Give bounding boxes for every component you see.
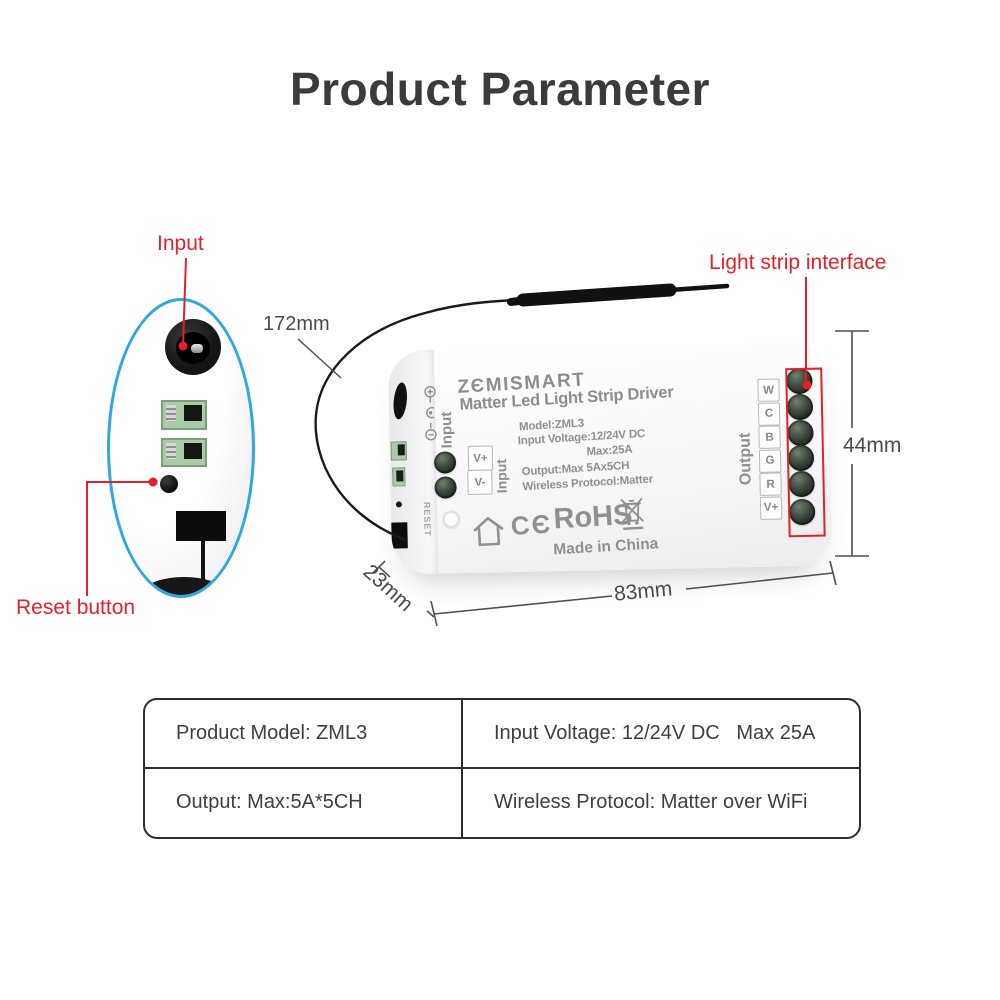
terminal-block-side-1	[161, 400, 207, 430]
height-dimension	[835, 330, 869, 557]
input-callout-label: Input	[157, 232, 204, 255]
reset-callout-dot	[148, 477, 158, 487]
spec-table-cell-voltage: Input Voltage: 12/24V DC Max 25A	[461, 700, 859, 769]
spec-table-cell-model: Product Model: ZML3	[145, 700, 461, 769]
light-strip-callout-label: Light strip interface	[709, 251, 887, 274]
device-body: ZЄMISMART Matter Led Light Strip Driver …	[387, 341, 833, 575]
page-title: Product Parameter	[289, 63, 711, 115]
weee-bin-icon	[620, 497, 644, 531]
device-print-area: ZЄMISMART Matter Led Light Strip Driver …	[384, 333, 837, 583]
reset-button-icon	[160, 475, 178, 493]
terminal-screw-stripe	[166, 443, 176, 459]
height-dim-label: 44mm	[843, 434, 902, 457]
spec-table-cell-output: Output: Max:5A*5CH	[176, 791, 363, 814]
terminal-screw-stripe	[166, 405, 176, 421]
dc-polarity-icon	[424, 386, 437, 441]
antenna-wire-stub	[201, 540, 205, 595]
terminal-hole	[184, 443, 202, 459]
reset-callout-line	[86, 481, 152, 596]
antenna-length-dim: 172mm	[263, 313, 330, 335]
spec-table-cell-wireless: Wireless Protocol: Matter over WiFi	[461, 768, 859, 837]
red-callout-lines	[86, 257, 807, 596]
antenna-tip	[667, 283, 730, 293]
dc-jack-pin	[191, 344, 203, 353]
terminal-hole	[184, 405, 202, 421]
antenna-dim-pointer	[297, 338, 342, 379]
input-callout-dot	[178, 341, 188, 351]
depth-dimension	[372, 560, 435, 618]
input-callout-line	[182, 257, 187, 345]
terminal-block-side-2	[161, 438, 207, 467]
house-icon	[473, 517, 504, 547]
antenna-wire	[314, 298, 517, 542]
width-dimension	[430, 560, 837, 627]
spec-table: Product Model: ZML3 Input Voltage: 12/24…	[143, 698, 861, 839]
device-bottom-shadow	[138, 577, 230, 595]
reset-callout-label: Reset button	[16, 596, 136, 619]
antenna-port	[176, 511, 226, 541]
light-strip-callout-dot	[802, 380, 812, 390]
antenna-body	[516, 283, 677, 307]
